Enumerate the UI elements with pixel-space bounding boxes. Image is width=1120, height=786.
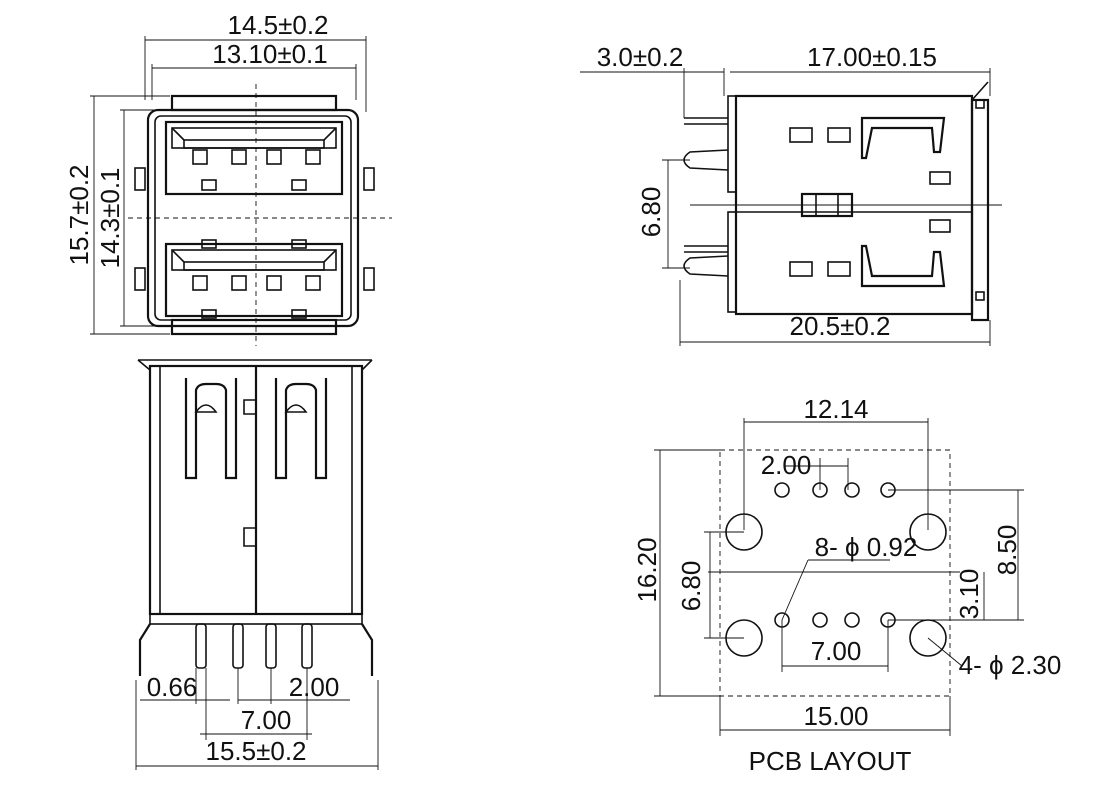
side-dim-body-length: 17.00±0.15 (807, 42, 937, 72)
bottom-dim-total-width: 15.5±0.2 (205, 736, 306, 766)
bottom-view: 0.66 2.00 7.00 15.5±0.2 (135, 359, 379, 770)
pcb-dim-boss-spacing: 12.14 (803, 394, 868, 424)
side-dim-total-length: 20.5±0.2 (789, 311, 890, 341)
front-dim-outer-height: 15.7±0.2 (64, 164, 94, 265)
side-view: 3.0±0.2 17.00±0.15 6.80 (580, 42, 1002, 346)
pcb-outline (719, 449, 951, 697)
side-dim-offset: 3.0±0.2 (597, 42, 684, 72)
front-dim-inner-width: 13.10±0.1 (212, 39, 327, 69)
front-top-flange (170, 94, 338, 112)
pcb-dim-row-offset: 3.10 (954, 569, 984, 620)
pcb-dim-large-holes: 4- ϕ 2.30 (959, 650, 1062, 680)
bottom-dim-pin-span: 7.00 (241, 705, 292, 735)
front-lower-port (164, 239, 344, 319)
front-view: 14.5±0.2 13.10±0.1 15.7±0.2 14.3±0.1 (64, 10, 392, 346)
pcb-dim-hole-pitch: 2.00 (761, 450, 812, 480)
pcb-dim-height: 16.20 (632, 537, 662, 602)
pcb-dim-boss-vertical: 8.50 (992, 525, 1022, 576)
front-dim-inner-height: 14.3±0.1 (95, 167, 125, 268)
pcb-dim-pin-span: 7.00 (811, 636, 862, 666)
front-dim-outer-width: 14.5±0.2 (227, 10, 328, 40)
pcb-layout: 12.14 2.00 8- ϕ 0.92 4- ϕ 2.30 16. (632, 394, 1061, 776)
pcb-dim-width: 15.00 (803, 701, 868, 731)
bottom-dim-pin-width: 0.66 (147, 672, 198, 702)
pcb-dim-small-holes: 8- ϕ 0.92 (815, 532, 918, 562)
pcb-layout-title: PCB LAYOUT (749, 746, 912, 776)
front-upper-port (164, 120, 344, 196)
pcb-dim-row-spacing: 6.80 (676, 561, 706, 612)
side-dim-pin-spacing: 6.80 (636, 187, 666, 238)
bottom-dim-pin-pitch: 2.00 (289, 672, 340, 702)
